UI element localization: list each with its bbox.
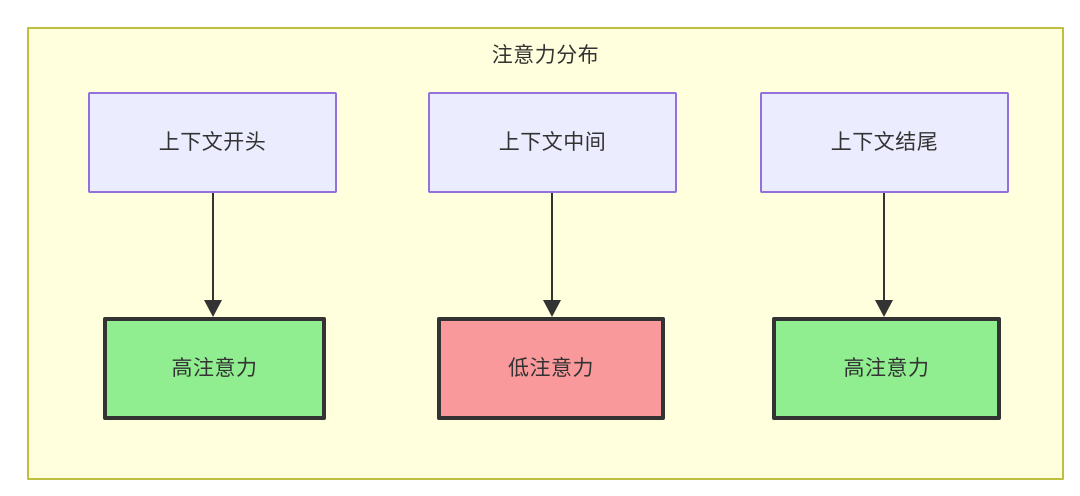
node-attention-low-middle[interactable]: 低注意力 — [437, 317, 665, 420]
node-context-start-label: 上下文开头 — [158, 130, 267, 154]
node-attention-high-start[interactable]: 高注意力 — [103, 317, 326, 420]
node-attention-high-start-label: 高注意力 — [171, 356, 258, 380]
node-attention-high-end-label: 高注意力 — [843, 356, 930, 380]
node-context-middle-label: 上下文中间 — [498, 130, 607, 154]
node-context-end[interactable]: 上下文结尾 — [760, 92, 1009, 193]
node-attention-low-middle-label: 低注意力 — [508, 356, 594, 380]
node-attention-high-end[interactable]: 高注意力 — [772, 317, 1001, 420]
subgraph-title: 注意力分布 — [491, 44, 600, 67]
node-context-middle[interactable]: 上下文中间 — [428, 92, 677, 193]
node-context-end-label: 上下文结尾 — [830, 130, 939, 154]
node-context-start[interactable]: 上下文开头 — [88, 92, 337, 193]
